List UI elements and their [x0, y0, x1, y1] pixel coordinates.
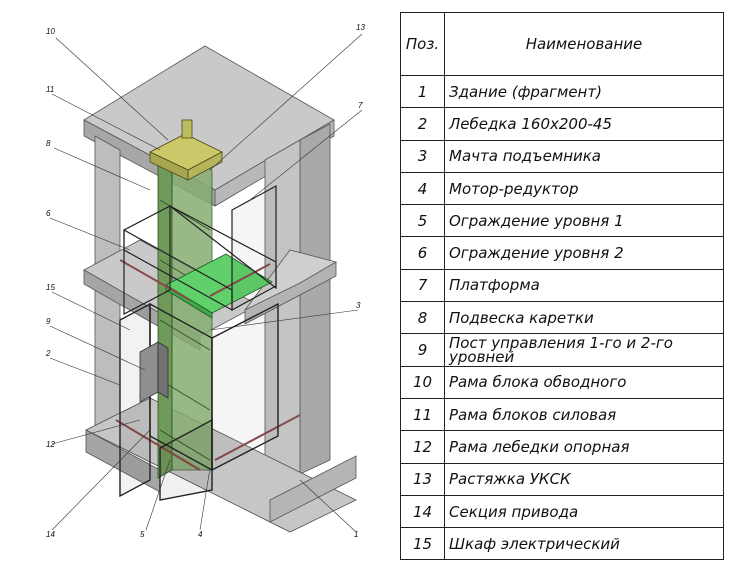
callout-11: 11 — [46, 85, 54, 94]
row-pos: 10 — [400, 365, 445, 399]
row-pos: 6 — [400, 236, 445, 270]
row-name: Ограждение уровня 1 — [444, 204, 724, 238]
row-name: Пост управления 1-го и 2-го уровней — [444, 333, 724, 367]
callout-numbers: 10 13 11 7 8 6 15 3 9 2 12 14 5 4 1 — [45, 23, 365, 539]
row-name: Рама лебедки опорная — [444, 430, 724, 464]
row-pos: 5 — [400, 204, 445, 238]
lift-3d-drawing: 10 13 11 7 8 6 15 3 9 2 12 14 5 4 1 — [45, 23, 365, 539]
row-name: Рама блока обводного — [444, 365, 724, 399]
callout-5: 5 — [140, 530, 145, 539]
row-name: Здание (фрагмент) — [444, 74, 724, 109]
top-frames — [149, 119, 223, 181]
header-pos: Поз. — [400, 12, 445, 76]
row-name: Мачта подъемника — [444, 139, 724, 173]
row-pos: 13 — [400, 462, 445, 496]
row-name: Ограждение уровня 2 — [444, 236, 724, 270]
leader-lines — [49, 33, 363, 533]
callout-4: 4 — [198, 530, 203, 539]
row-name: Подвеска каретки — [444, 301, 724, 335]
row-name: Платформа — [444, 268, 724, 303]
row-pos: 3 — [400, 139, 445, 173]
row-pos: 14 — [400, 494, 445, 529]
rails — [115, 259, 301, 471]
callout-15: 15 — [46, 283, 55, 292]
callout-3: 3 — [356, 301, 361, 310]
electrical-cabinet — [139, 341, 169, 403]
callout-14: 14 — [46, 530, 55, 539]
callout-6: 6 — [46, 209, 51, 218]
row-name: Рама блоков силовая — [444, 397, 724, 432]
row-pos: 4 — [400, 171, 445, 206]
row-name: Лебедка 160х200-45 — [444, 107, 724, 141]
callout-13: 13 — [356, 23, 365, 32]
row-name: Растяжка УКСК — [444, 462, 724, 496]
building-fragment — [83, 45, 357, 533]
callout-7: 7 — [358, 101, 363, 110]
row-pos: 11 — [400, 397, 445, 432]
callout-10: 10 — [46, 27, 55, 36]
callout-9: 9 — [46, 317, 51, 326]
row-name: Шкаф электрический — [444, 527, 724, 561]
row-pos: 2 — [400, 107, 445, 141]
row-pos: 8 — [400, 301, 445, 335]
row-pos: 9 — [400, 333, 445, 367]
row-pos: 1 — [400, 74, 445, 109]
row-pos: 15 — [400, 527, 445, 561]
table-header-row: Поз. Наименование — [400, 12, 724, 76]
row-name: Мотор-редуктор — [444, 171, 724, 206]
fence-level-2 — [123, 184, 277, 315]
callout-1: 1 — [354, 530, 358, 539]
callout-8: 8 — [46, 139, 51, 148]
row-pos: 7 — [400, 268, 445, 303]
row-name: Секция привода — [444, 494, 724, 529]
callout-12: 12 — [46, 440, 55, 449]
header-name: Наименование — [444, 12, 724, 76]
callout-2: 2 — [45, 349, 51, 358]
row-pos: 12 — [400, 430, 445, 464]
